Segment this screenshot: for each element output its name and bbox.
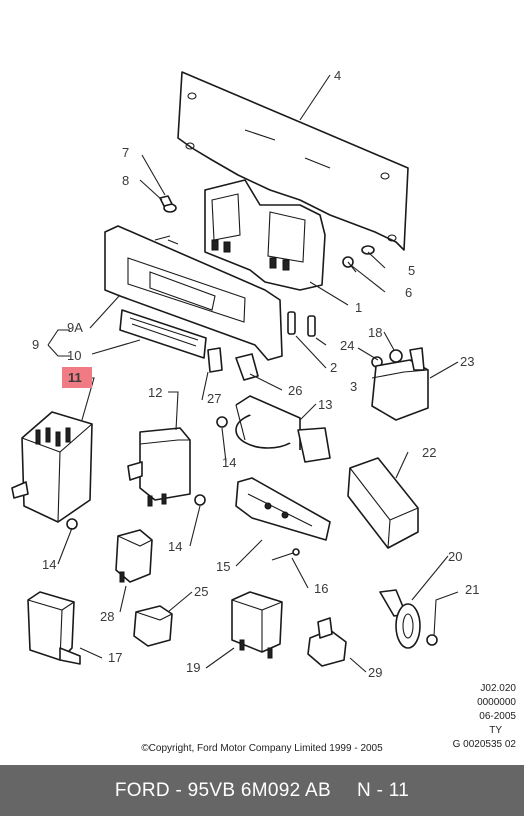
part-19-relay[interactable]	[231, 591, 283, 659]
part-21-screw[interactable]	[426, 634, 438, 646]
callout-2: 2	[330, 360, 337, 375]
footer-diagram-ref: N - 11	[357, 779, 410, 801]
callout-11: 11	[68, 370, 82, 385]
callout-20: 20	[448, 549, 462, 564]
part-4-bracket-plate[interactable]	[177, 71, 409, 251]
callout-9a: 9A	[67, 320, 83, 335]
callout-24: 24	[340, 338, 354, 353]
reference-block: J02.020 0000000 06-2005 TY G 0020535 02	[453, 682, 516, 752]
part-1-fuse-box[interactable]	[204, 179, 326, 291]
part-12-relay[interactable]	[127, 427, 191, 507]
callout-11-highlight	[62, 367, 92, 388]
parts-diagram: 4 7 8 5 6 1 9A 9 10 2 3 11 12 13 27 26 1…	[11, 68, 479, 680]
part-25-relay[interactable]	[133, 605, 173, 647]
callout-3: 3	[350, 379, 357, 394]
callout-21: 21	[465, 582, 479, 597]
callout-4: 4	[334, 68, 341, 83]
part-11-relay[interactable]	[11, 411, 93, 523]
callout-labels: 4 7 8 5 6 1 9A 9 10 2 3 11 12 13 27 26 1…	[32, 68, 479, 680]
part-20-bracket[interactable]	[379, 589, 421, 649]
part-17-relay[interactable]	[27, 591, 81, 665]
callout-14-c: 14	[168, 539, 182, 554]
part-26-27-connectors[interactable]	[207, 347, 259, 381]
part-7-8-clip[interactable]	[159, 195, 177, 213]
reference-line-4: TY	[489, 725, 502, 736]
callout-18: 18	[368, 325, 382, 340]
callout-26: 26	[288, 383, 302, 398]
callout-28: 28	[100, 609, 114, 624]
callout-23: 23	[460, 354, 474, 369]
callout-6: 6	[405, 285, 412, 300]
callout-25: 25	[194, 584, 208, 599]
callout-13: 13	[318, 397, 332, 412]
reference-line-1: J02.020	[480, 683, 516, 694]
copyright-notice: ©Copyright, Ford Motor Company Limited 1…	[141, 743, 383, 754]
footer-bar: FORD - 95VB 6M092 AB N - 11	[0, 765, 524, 816]
callout-5: 5	[408, 263, 415, 278]
reference-line-5: G 0020535 02	[452, 739, 516, 750]
part-5-6-screw[interactable]	[342, 245, 375, 273]
callout-7: 7	[122, 145, 129, 160]
part-2-3-fuses[interactable]	[287, 311, 316, 337]
reference-line-2: 0000000	[477, 697, 516, 708]
callout-29: 29	[368, 665, 382, 680]
part-28-relay[interactable]	[115, 529, 153, 583]
part-13-suppressor[interactable]	[235, 395, 331, 463]
part-10-label-strip[interactable]	[119, 309, 207, 359]
callout-14-a: 14	[222, 455, 236, 470]
footer-part-label: FORD - 95VB 6M092 AB	[114, 779, 331, 801]
part-16-pin[interactable]	[271, 548, 300, 561]
callout-27: 27	[207, 391, 221, 406]
callout-22: 22	[422, 445, 436, 460]
part-18-24-screw[interactable]	[371, 349, 403, 368]
part-22-module[interactable]	[347, 457, 419, 549]
part-14-screws[interactable]	[66, 416, 228, 530]
part-23-relay[interactable]	[371, 347, 429, 421]
callout-15: 15	[216, 559, 230, 574]
part-29-connector[interactable]	[307, 617, 347, 667]
callout-17: 17	[108, 650, 122, 665]
callout-10: 10	[67, 348, 81, 363]
reference-line-3: 06-2005	[479, 711, 516, 722]
callout-1: 1	[355, 300, 362, 315]
callout-8: 8	[122, 173, 129, 188]
callout-14-b: 14	[42, 557, 56, 572]
callout-19: 19	[186, 660, 200, 675]
part-15-connector-block[interactable]	[235, 477, 331, 541]
part-9a-panel[interactable]	[104, 225, 283, 361]
callout-9: 9	[32, 337, 39, 352]
callout-16: 16	[314, 581, 328, 596]
callout-12: 12	[148, 385, 162, 400]
